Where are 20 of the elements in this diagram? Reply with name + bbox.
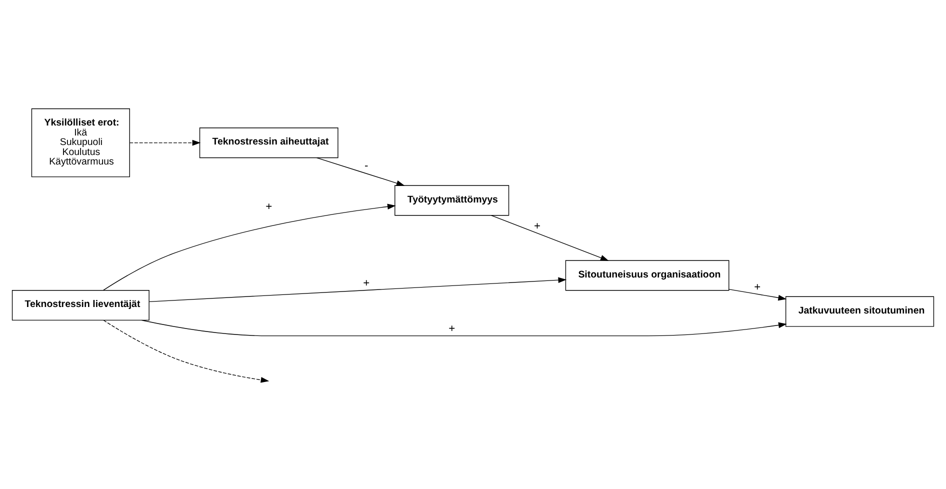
- edge-label: +: [754, 281, 761, 294]
- node-box: Jatkuvuuteen sitoutuminen: [785, 296, 934, 326]
- edge-label: +: [448, 322, 456, 335]
- arrow: [141, 319, 787, 336]
- arrow: [316, 156, 405, 186]
- node-box: Sitoutuneisuus organisaatioon: [565, 260, 730, 290]
- edge-label: +: [266, 200, 272, 213]
- arrow: [148, 276, 567, 302]
- edge-label: +: [363, 276, 370, 289]
- edge-label: +: [534, 220, 540, 232]
- node-box: Yksilölliset erot: Ikä Sukupuoli Koulutus Käyttövarmuus: [31, 108, 130, 177]
- arrow: [490, 214, 609, 260]
- arrow: [102, 203, 396, 290]
- node-box: Teknostressin aiheuttajat: [199, 127, 338, 158]
- node-box: Teknostressin lieventäjät: [12, 290, 150, 320]
- node-box: Työtyytymättömyys: [394, 184, 510, 216]
- arrow: [103, 319, 270, 382]
- arrow: [728, 288, 787, 300]
- edge-label: -: [364, 160, 368, 172]
- arrow: [129, 139, 201, 146]
